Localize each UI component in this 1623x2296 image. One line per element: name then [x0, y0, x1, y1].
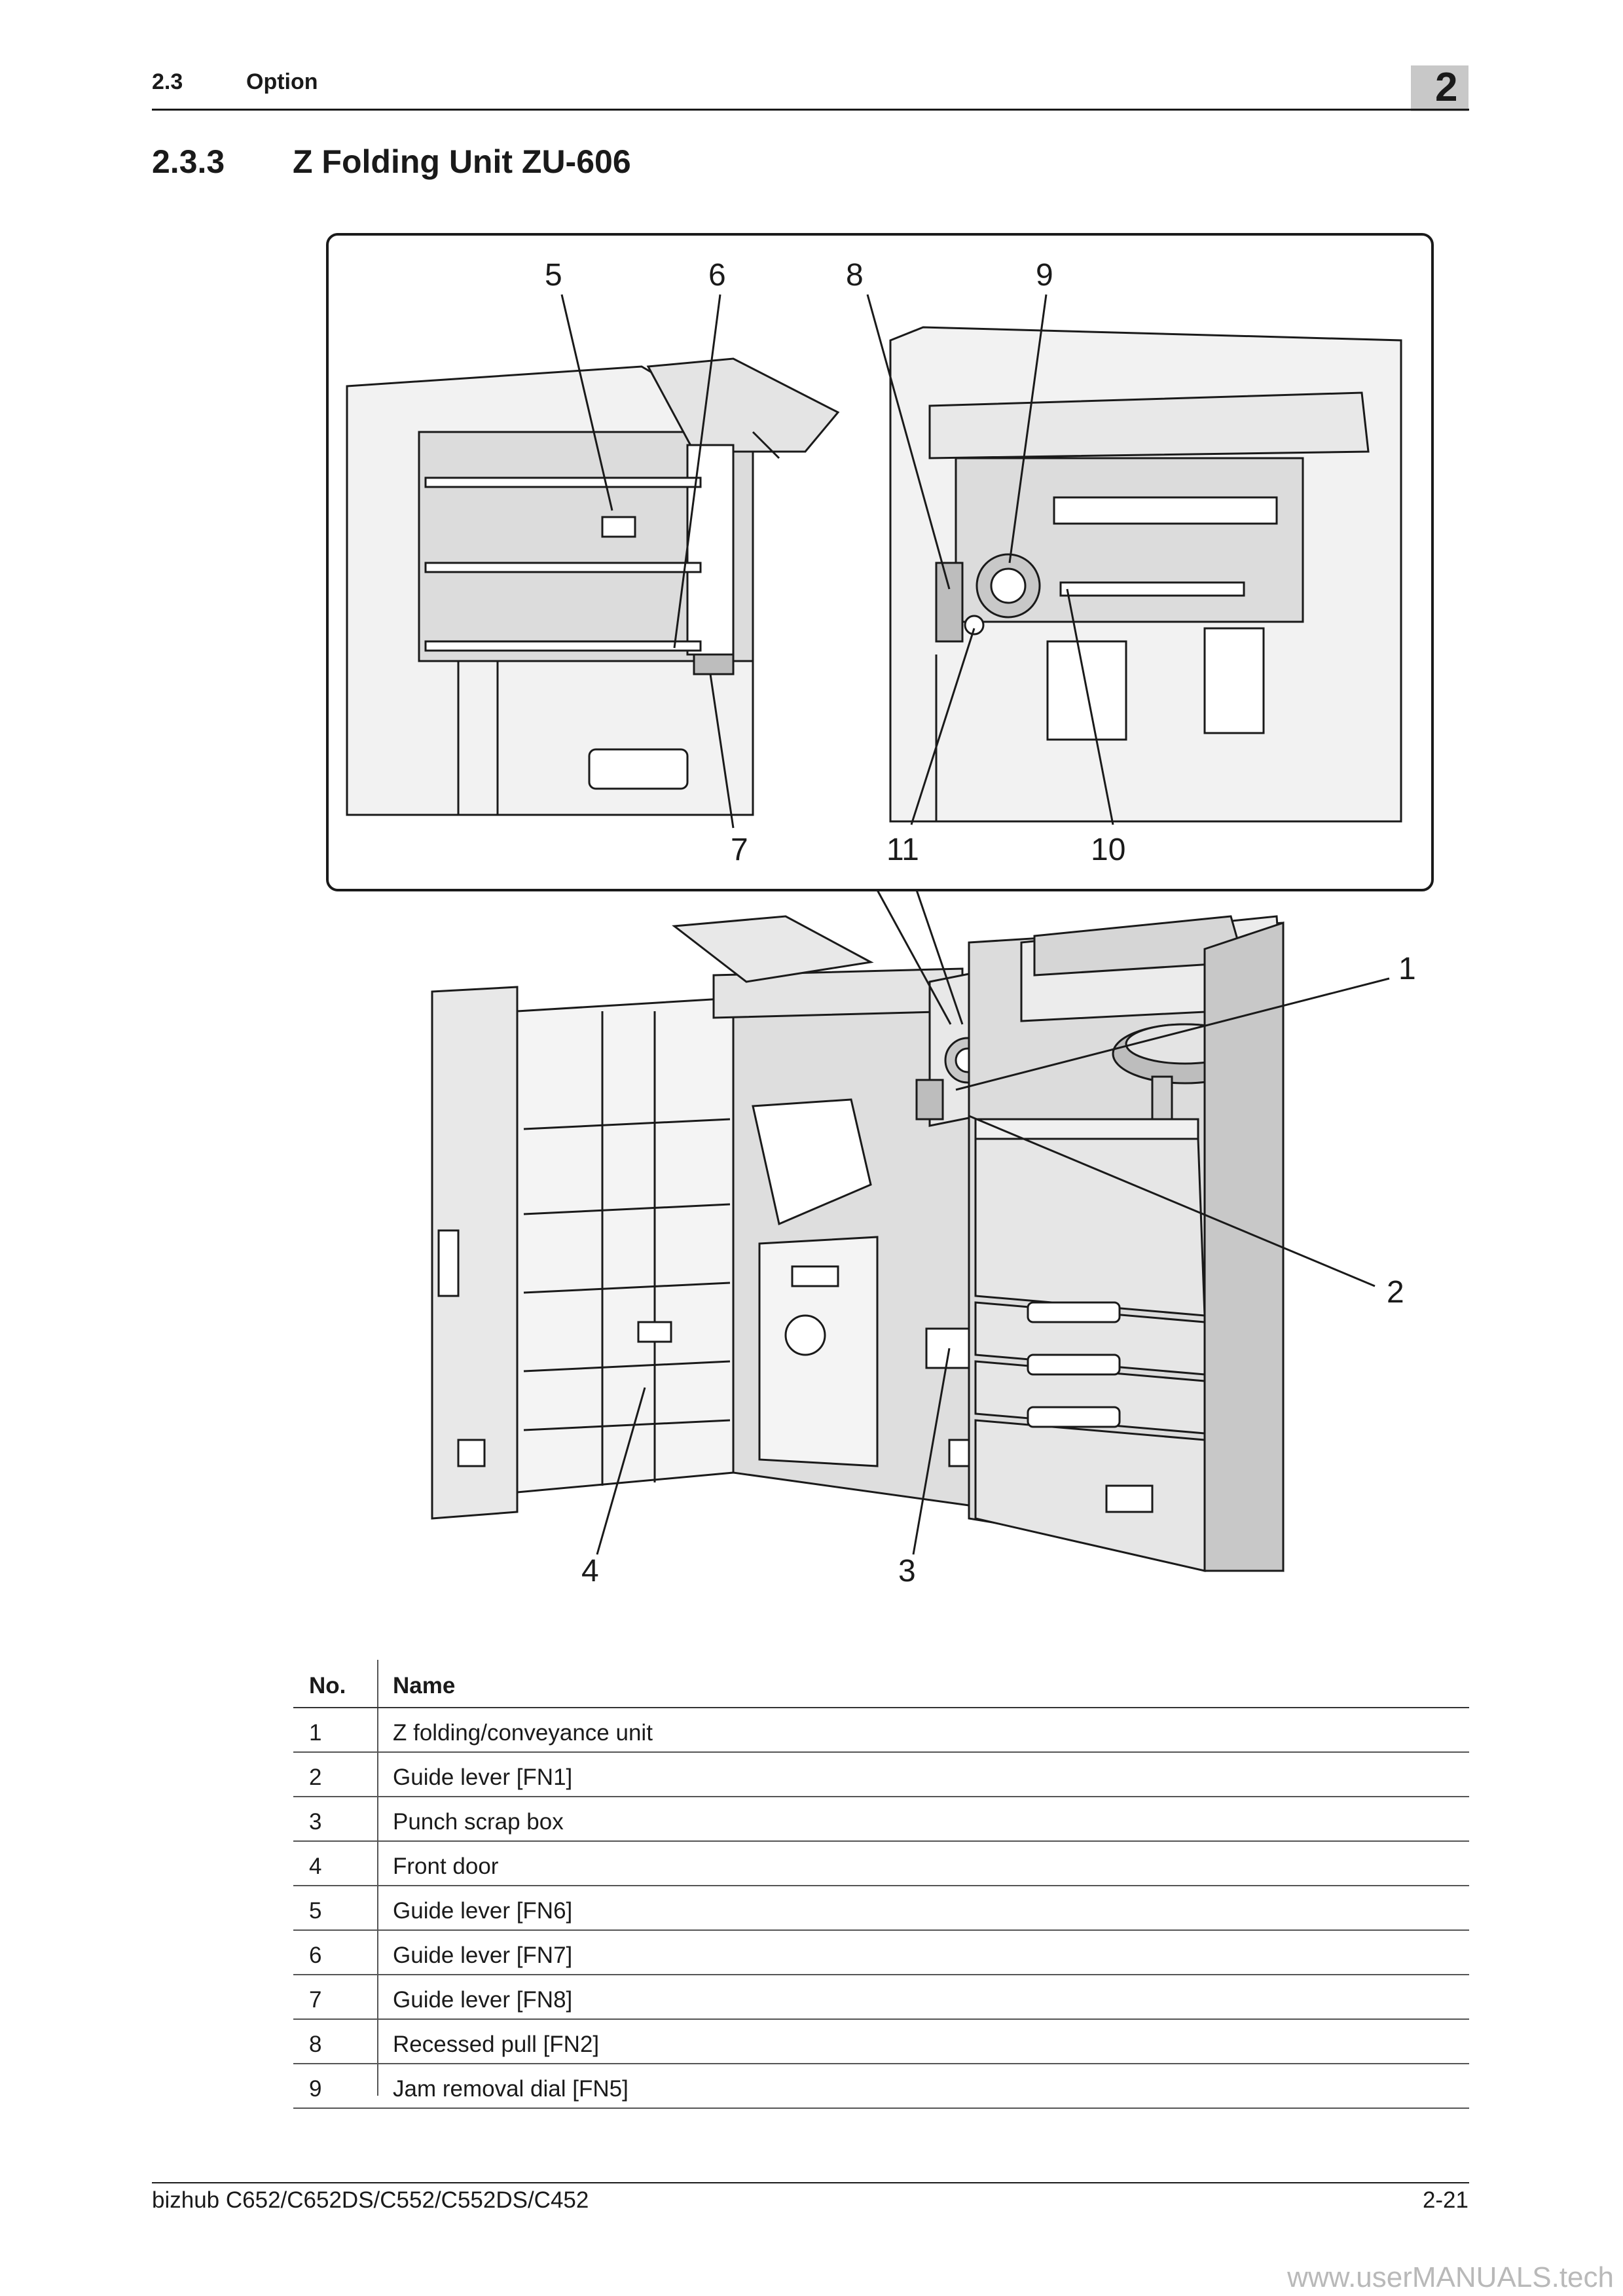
detail-frame: [326, 233, 1434, 891]
main-machine-illustration: [431, 915, 1285, 1572]
section-title: Z Folding Unit ZU-606: [293, 143, 631, 180]
watermark-text: www.userMANUALS.tech: [1287, 2261, 1614, 2293]
header-section-title: Option: [246, 69, 318, 94]
table-row: 6 Guide lever [FN7]: [293, 1931, 1469, 1975]
callout-6: 6: [708, 258, 726, 293]
callout-10: 10: [1091, 833, 1125, 867]
leader-7: [709, 673, 735, 829]
callout-7: 7: [731, 833, 748, 867]
leader-6: [673, 294, 721, 649]
row-name: Guide lever [FN6]: [393, 1898, 573, 1924]
leader-9: [1008, 294, 1048, 564]
table-row: 8 Recessed pull [FN2]: [293, 2020, 1469, 2064]
section-number: 2.3.3: [152, 143, 225, 180]
table-column-divider: [377, 1660, 378, 2096]
row-name: Guide lever [FN7]: [393, 1943, 573, 1968]
detail-left-illustration: [346, 357, 840, 816]
footer-rule: [152, 2182, 1469, 2183]
callout-3: 3: [898, 1554, 916, 1588]
row-name: Jam removal dial [FN5]: [393, 2076, 629, 2102]
footer-model: bizhub C652/C652DS/C552/C552DS/C452: [152, 2187, 589, 2213]
table-row: 5 Guide lever [FN6]: [293, 1886, 1469, 1931]
leader-4: [596, 1387, 646, 1555]
callout-2: 2: [1387, 1275, 1404, 1310]
row-name: Z folding/conveyance unit: [393, 1720, 653, 1746]
header-rule: [152, 109, 1469, 111]
row-no: 9: [309, 2076, 322, 2102]
row-no: 6: [309, 1943, 322, 1968]
table-row: 9 Jam removal dial [FN5]: [293, 2064, 1469, 2109]
row-no: 2: [309, 1765, 322, 1790]
table-row: 4 Front door: [293, 1842, 1469, 1886]
callout-11: 11: [886, 833, 919, 867]
detail-right-illustration: [889, 326, 1402, 823]
row-no: 7: [309, 1987, 322, 2013]
table-row: 1 Z folding/conveyance unit: [293, 1708, 1469, 1753]
frame-leader-left: [876, 889, 952, 1025]
row-name: Recessed pull [FN2]: [393, 2032, 600, 2057]
table-row: 7 Guide lever [FN8]: [293, 1975, 1469, 2020]
chapter-number: 2: [1435, 65, 1458, 110]
leader-10: [1066, 588, 1114, 825]
leader-2: [968, 1115, 1376, 1287]
row-name: Punch scrap box: [393, 1809, 564, 1835]
leader-8: [866, 294, 951, 590]
table-header-row: No. Name: [293, 1660, 1469, 1708]
callout-9: 9: [1036, 258, 1053, 293]
row-no: 1: [309, 1720, 322, 1746]
callout-8: 8: [846, 258, 864, 293]
chapter-tab: [1411, 65, 1468, 111]
row-no: 5: [309, 1898, 322, 1924]
table-row: 2 Guide lever [FN1]: [293, 1753, 1469, 1797]
row-no: 8: [309, 2032, 322, 2057]
leader-3: [912, 1348, 951, 1555]
leader-11: [910, 628, 976, 825]
leader-5: [560, 294, 613, 511]
row-no: 3: [309, 1809, 322, 1835]
row-name: Front door: [393, 1854, 499, 1879]
header-no: No.: [309, 1673, 346, 1698]
row-name: Guide lever [FN1]: [393, 1765, 573, 1790]
row-no: 4: [309, 1854, 322, 1879]
footer-page-number: 2-21: [1422, 2187, 1468, 2213]
header-name: Name: [393, 1673, 456, 1698]
callout-1: 1: [1398, 952, 1416, 986]
row-name: Guide lever [FN8]: [393, 1987, 573, 2013]
parts-table: No. Name 1 Z folding/conveyance unit 2 G…: [293, 1660, 1469, 2109]
callout-5: 5: [545, 258, 562, 293]
frame-leader-right: [915, 889, 964, 1025]
leader-1: [955, 977, 1390, 1091]
callout-4: 4: [581, 1554, 599, 1588]
table-row: 3 Punch scrap box: [293, 1797, 1469, 1842]
header-section-number: 2.3: [152, 69, 183, 94]
